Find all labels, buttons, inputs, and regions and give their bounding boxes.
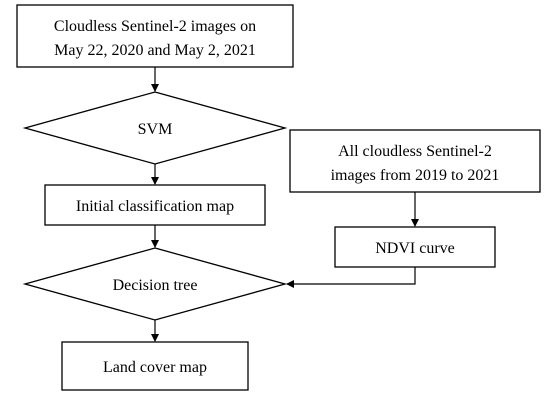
ndvi-node: NDVI curve <box>334 226 496 268</box>
initial-map-label: Initial classification map <box>76 198 234 215</box>
all-images-node: All cloudless Sentinel-2 images from 201… <box>289 129 541 193</box>
input-images-box <box>16 4 294 68</box>
land-cover-node: Land cover map <box>61 341 249 391</box>
ndvi-box <box>334 226 496 268</box>
arrow-ndvi-to-decision-tree <box>286 267 416 288</box>
svm-label: SVM <box>138 121 173 138</box>
all-images-box <box>289 129 541 193</box>
input-images-line2: May 22, 2020 and May 2, 2021 <box>54 42 256 59</box>
input-images-node: Cloudless Sentinel-2 images on May 22, 2… <box>16 4 294 68</box>
ndvi-label: NDVI curve <box>375 240 455 257</box>
decision-tree-label: Decision tree <box>113 277 198 294</box>
decision-tree-node: Decision tree <box>22 247 288 321</box>
land-cover-box <box>61 341 249 391</box>
land-cover-label: Land cover map <box>103 359 207 376</box>
all-images-line1: All cloudless Sentinel-2 <box>338 143 492 160</box>
all-images-line2: images from 2019 to 2021 <box>331 167 500 184</box>
initial-map-node: Initial classification map <box>44 184 266 226</box>
input-images-line1: Cloudless Sentinel-2 images on <box>54 18 256 35</box>
svm-node: SVM <box>22 91 288 165</box>
